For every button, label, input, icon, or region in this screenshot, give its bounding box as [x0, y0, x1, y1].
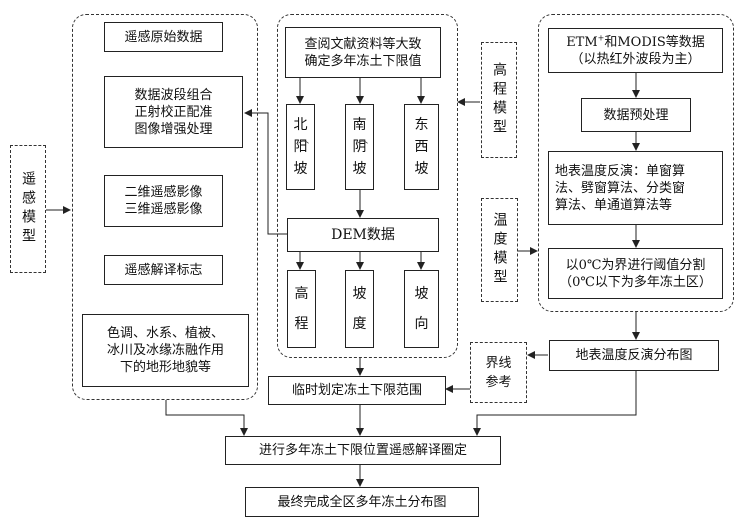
aspect-char-1: 坡 [414, 286, 429, 302]
terrain-features-line-3: 下的地形地貌等 [119, 360, 211, 375]
preprocess-box: 数据预处理 [581, 98, 691, 132]
temporary-range-box: 临时划定冻土下限范围 [268, 376, 446, 405]
temporary-range-label: 临时划定冻土下限范围 [291, 383, 422, 398]
east-west-slope-box: 东 西 坡 [404, 104, 439, 190]
remote-sensing-model-box: 遥感模型 [10, 145, 46, 273]
etm-note-label: （以热红外波段为主） [570, 51, 701, 67]
elevation-model-box: 高程模型 [481, 42, 517, 158]
interpretation-delineation-box: 进行多年冻土下限位置遥感解译圈定 [225, 436, 501, 465]
elevation-model-label: 高程模型 [491, 62, 507, 138]
south-slope-char-1: 南 [352, 117, 367, 133]
south-slope-box: 南 阴 坡 [345, 104, 374, 190]
etm-superscript: + [597, 33, 605, 43]
images-box: 二维遥感影像 三维遥感影像 [104, 175, 223, 227]
literature-line-1: 查阅文献资料等大致 [304, 36, 422, 52]
threshold-line-2: （0℃以下为多年冻土区） [559, 274, 712, 290]
literature-box: 查阅文献资料等大致 确定多年冻土下限值 [285, 27, 441, 78]
temperature-model-box: 温度模型 [481, 198, 518, 302]
north-slope-char-1: 北 [293, 117, 308, 133]
etm-prefix: ETM [566, 34, 598, 50]
terrain-features-box: 色调、水系、植被、 冰川及冰缘冻融作用 下的地形地貌等 [82, 314, 249, 387]
temperature-distribution-label: 地表温度反演分布图 [575, 348, 693, 363]
north-slope-char-2: 阳 [293, 139, 308, 155]
north-slope-box: 北 阳 坡 [286, 104, 315, 190]
dem-data-label: DEM数据 [331, 226, 395, 243]
interpretation-signs-box: 遥感解译标志 [104, 255, 223, 285]
processing-line-2: 正射校正配准 [134, 104, 213, 120]
elevation-char-1: 高 [294, 286, 309, 302]
boundary-reference-line-2: 参考 [485, 374, 512, 390]
gradient-char-1: 坡 [352, 286, 367, 302]
interpretation-delineation-label: 进行多年冻土下限位置遥感解译圈定 [258, 443, 467, 458]
terrain-features-line-1: 色调、水系、植被、 [106, 326, 224, 341]
aspect-char-2: 向 [414, 316, 429, 332]
gradient-char-2: 度 [352, 316, 367, 332]
aspect-box: 坡 向 [404, 270, 439, 348]
processing-line-3: 图像增强处理 [134, 121, 213, 137]
threshold-box: 以0℃为界进行阈值分割 （0℃以下为多年冻土区） [548, 248, 723, 299]
remote-sensing-group [72, 14, 258, 400]
east-west-slope-char-3: 坡 [414, 161, 429, 177]
etm-modis-data-label: ETM+和MODIS等数据 [566, 34, 705, 51]
inversion-line-2: 法、劈窗算法、分类窗 [555, 180, 686, 196]
east-west-slope-char-1: 东 [414, 117, 429, 133]
temperature-model-label: 温度模型 [491, 212, 508, 288]
terrain-features-line-2: 冰川及冰缘冻融作用 [106, 343, 224, 358]
dem-data-box: DEM数据 [287, 218, 439, 252]
temperature-group [538, 14, 734, 312]
processing-box: 数据波段组合 正射校正配准 图像增强处理 [104, 76, 243, 148]
elevation-box: 高 程 [287, 270, 316, 348]
threshold-line-1: 以0℃为界进行阈值分割 [565, 257, 706, 273]
boundary-reference-box: 界线 参考 [470, 342, 527, 403]
south-slope-char-2: 阴 [352, 139, 367, 155]
inversion-line-1: 地表温度反演：单窗算 [555, 163, 686, 179]
raw-data-box: 遥感原始数据 [104, 22, 223, 52]
inversion-line-3: 算法、单通道算法等 [555, 197, 673, 213]
interpretation-signs-label: 遥感解译标志 [124, 262, 203, 278]
east-west-slope-char-2: 西 [414, 139, 429, 155]
north-slope-char-3: 坡 [293, 161, 308, 177]
processing-line-1: 数据波段组合 [134, 87, 213, 103]
gradient-box: 坡 度 [345, 270, 374, 348]
elevation-char-2: 程 [294, 316, 309, 332]
images-line-2: 三维遥感影像 [124, 202, 203, 217]
final-map-label: 最终完成全区多年冻土分布图 [277, 494, 447, 510]
remote-sensing-model-label: 遥感模型 [20, 171, 36, 247]
literature-line-2: 确定多年冻土下限值 [304, 53, 422, 69]
south-slope-bracket: ⌒ [357, 140, 368, 153]
north-slope-bracket: ⌒ [298, 140, 309, 153]
south-slope-char-3: 坡 [352, 161, 367, 177]
raw-data-label: 遥感原始数据 [124, 29, 203, 45]
dem-group [277, 14, 458, 358]
etm-suffix: 和MODIS等数据 [604, 34, 705, 50]
preprocess-label: 数据预处理 [603, 107, 669, 123]
temperature-inversion-box: 地表温度反演：单窗算 法、劈窗算法、分类窗 算法、单通道算法等 [548, 151, 723, 225]
etm-modis-data-box: ETM+和MODIS等数据 （以热红外波段为主） [548, 28, 723, 73]
images-line-1: 二维遥感影像 [124, 185, 203, 200]
boundary-reference-line-1: 界线 [485, 355, 512, 371]
temperature-distribution-box: 地表温度反演分布图 [549, 340, 719, 371]
final-map-box: 最终完成全区多年冻土分布图 [245, 487, 479, 517]
